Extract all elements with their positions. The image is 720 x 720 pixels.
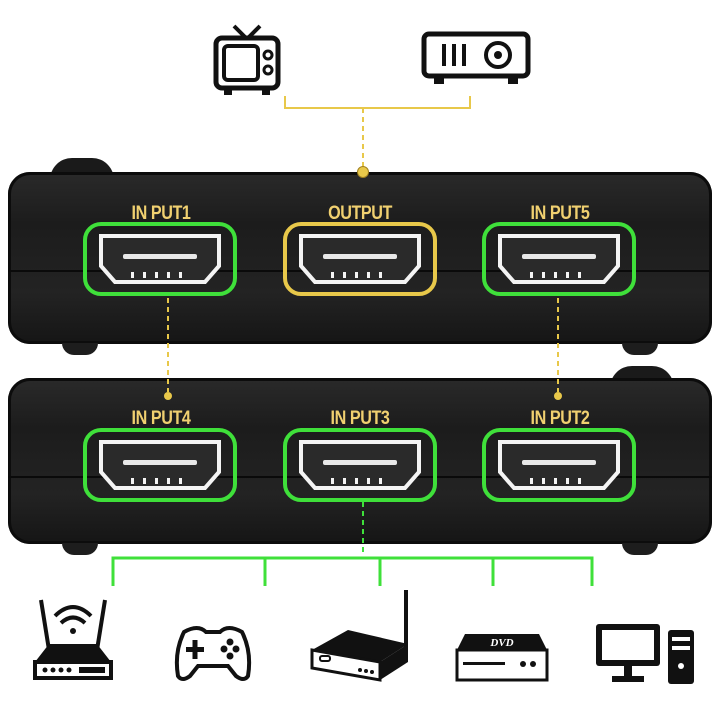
- hdmi-port-input3[interactable]: [283, 428, 437, 502]
- hdmi-port-input2[interactable]: [482, 428, 636, 502]
- hdmi-port-output[interactable]: [283, 222, 437, 296]
- hdmi-port-input1[interactable]: [83, 222, 237, 296]
- port-label-input4: IN PUT4: [131, 408, 191, 429]
- hdmi-connector-icon: [299, 234, 421, 284]
- hdmi-connector-icon: [99, 440, 221, 490]
- output-dot: [357, 166, 369, 178]
- hdmi-port-input5[interactable]: [482, 222, 636, 296]
- foot: [622, 543, 658, 555]
- tv-icon: [213, 24, 281, 95]
- foot: [622, 343, 658, 355]
- hdmi-connector-icon: [498, 234, 620, 284]
- port-label-input1: IN PUT1: [131, 203, 191, 224]
- foot: [62, 343, 98, 355]
- port-label-input3: IN PUT3: [330, 408, 390, 429]
- dvd-player-icon: DVD: [455, 634, 549, 682]
- gamepad-icon: [174, 626, 252, 681]
- router-icon: [33, 599, 113, 680]
- hdmi-port-input4[interactable]: [83, 428, 237, 502]
- dvd-logo-text: DVD: [489, 637, 513, 649]
- hdmi-connector-icon: [299, 440, 421, 490]
- port-label-input2: IN PUT2: [530, 408, 590, 429]
- hdmi-connector-icon: [99, 234, 221, 284]
- port-label-output: OUTPUT: [328, 203, 392, 224]
- hdmi-connector-icon: [498, 440, 620, 490]
- desktop-computer-icon: [596, 624, 694, 684]
- foot: [62, 543, 98, 555]
- projector-icon: [421, 31, 531, 84]
- set-top-box-icon: [310, 590, 408, 682]
- port-label-input5: IN PUT5: [530, 203, 590, 224]
